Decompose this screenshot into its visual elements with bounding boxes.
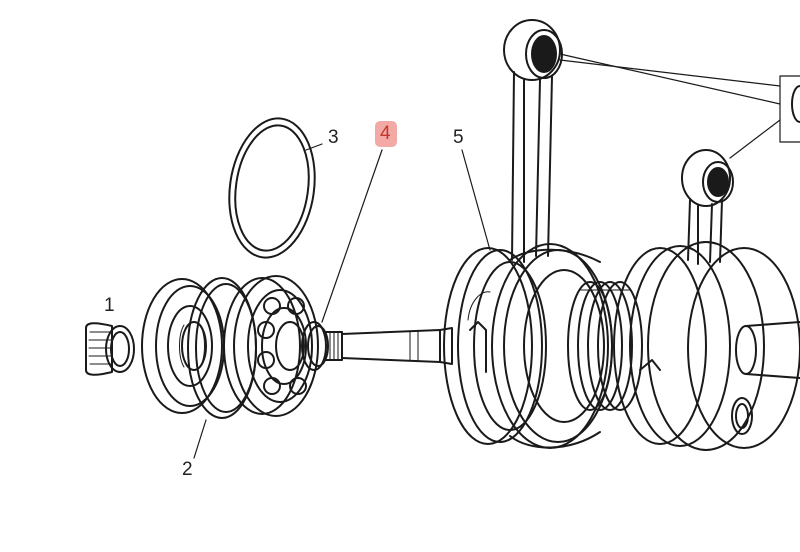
- leader-lines: [193, 143, 491, 459]
- connecting-rod-right: [681, 149, 734, 265]
- leader-3: [305, 143, 323, 151]
- central-flywheel: [491, 243, 613, 449]
- crank-pin-stack: [567, 281, 643, 411]
- right-flywheel: [613, 241, 800, 451]
- leader-5: [461, 149, 491, 251]
- ball-bearing: [223, 275, 319, 417]
- right-output-shaft: [735, 321, 800, 379]
- shim-ring: [187, 277, 257, 419]
- callout-4-highlighted: 4: [375, 121, 397, 147]
- callout-3: 3: [328, 127, 339, 148]
- seal-disc-part-2: [141, 278, 225, 414]
- o-ring-part-3: [228, 117, 316, 259]
- threaded-nut-part-4: [301, 321, 343, 371]
- connecting-rod-left: [503, 19, 563, 263]
- main-shaft: [341, 327, 453, 365]
- leader-2: [193, 419, 207, 459]
- leader-4: [321, 149, 383, 323]
- detail-view-callout: [559, 53, 800, 159]
- callout-2: 2: [182, 459, 193, 480]
- callout-1: 1: [104, 295, 115, 316]
- callout-5: 5: [453, 127, 464, 148]
- crank-web-part-5: [443, 247, 547, 445]
- bushing-part-1: [85, 322, 135, 376]
